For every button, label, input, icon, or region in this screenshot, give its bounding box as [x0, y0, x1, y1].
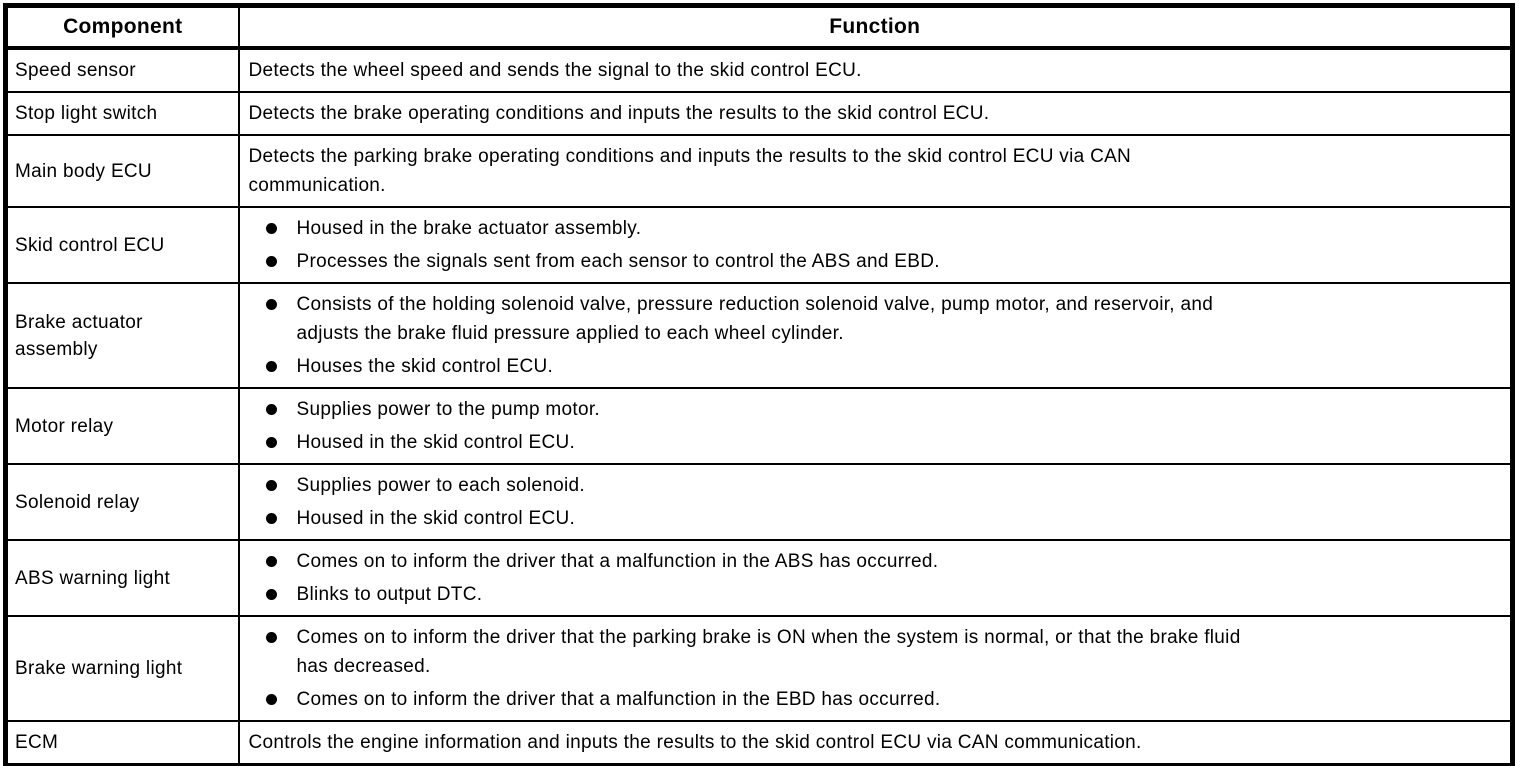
component-cell: Stop light switch	[4, 91, 240, 136]
header-component: Component	[4, 4, 240, 50]
function-text: Blinks to output DTC.	[296, 584, 483, 605]
function-item: Houses the skid control ECU.	[240, 352, 1503, 381]
function-text: Detects the brake operating conditions a…	[248, 103, 990, 124]
bullet-icon	[265, 437, 277, 448]
bullet-icon	[265, 404, 277, 415]
function-text: Comes on to inform the driver that the p…	[296, 627, 1241, 677]
function-text: Comes on to inform the driver that a mal…	[296, 551, 939, 572]
component-cell: Skid control ECU	[4, 206, 240, 284]
function-item: Housed in the brake actuator assembly.	[240, 214, 1503, 243]
function-text: Controls the engine information and inpu…	[248, 732, 1142, 753]
component-cell: Brake warning light	[4, 615, 240, 722]
function-item: Detects the parking brake operating cond…	[240, 142, 1503, 200]
function-item: Comes on to inform the driver that a mal…	[240, 547, 1503, 576]
function-cell: Detects the parking brake operating cond…	[237, 134, 1514, 208]
component-cell: ABS warning light	[4, 539, 240, 617]
function-cell: Controls the engine information and inpu…	[237, 720, 1514, 766]
function-text: Detects the wheel speed and sends the si…	[248, 60, 862, 81]
function-item: Detects the wheel speed and sends the si…	[240, 56, 1503, 85]
component-cell: Motor relay	[4, 387, 240, 465]
function-cell: Supplies power to each solenoid. Housed i…	[237, 463, 1514, 541]
function-text: Housed in the skid control ECU.	[296, 432, 576, 453]
function-item: Supplies power to the pump motor.	[240, 395, 1503, 424]
function-text: Comes on to inform the driver that a mal…	[296, 689, 941, 710]
component-cell: Brake actuator assembly	[4, 282, 240, 389]
bullet-icon	[265, 589, 277, 600]
function-item: Comes on to inform the driver that a mal…	[240, 685, 1503, 714]
header-function: Function	[237, 4, 1514, 50]
table-row: Speed sensor Detects the wheel speed and …	[4, 47, 1514, 93]
function-text: Houses the skid control ECU.	[296, 356, 554, 377]
table-row: ABS warning light Comes on to inform the …	[4, 539, 1514, 617]
table-row: Brake actuator assembly Consists of the h…	[4, 282, 1514, 389]
table-body: Speed sensor Detects the wheel speed and …	[4, 47, 1514, 766]
bullet-icon	[265, 694, 277, 705]
function-text: Supplies power to each solenoid.	[296, 475, 585, 496]
bullet-icon	[265, 361, 277, 372]
bullet-icon	[265, 223, 277, 234]
bullet-icon	[265, 299, 277, 310]
function-cell: Detects the wheel speed and sends the si…	[237, 47, 1514, 93]
bullet-icon	[265, 632, 277, 643]
bullet-icon	[265, 556, 277, 567]
function-cell: Detects the brake operating conditions a…	[237, 91, 1514, 136]
function-cell: Comes on to inform the driver that a mal…	[237, 539, 1514, 617]
function-item: Blinks to output DTC.	[240, 580, 1503, 609]
bullet-icon	[265, 513, 277, 524]
component-cell: ECM	[4, 720, 240, 766]
component-cell: Speed sensor	[4, 47, 240, 93]
function-text: Housed in the brake actuator assembly.	[296, 218, 642, 239]
table-row: ECM Controls the engine information and i…	[4, 720, 1514, 766]
function-item: Housed in the skid control ECU.	[240, 428, 1503, 457]
function-item: Comes on to inform the driver that the p…	[240, 623, 1503, 681]
function-text: Processes the signals sent from each sen…	[296, 251, 940, 272]
function-text: Detects the parking brake operating cond…	[248, 146, 1132, 196]
function-item: Processes the signals sent from each sen…	[240, 247, 1503, 276]
function-item: Controls the engine information and inpu…	[240, 728, 1503, 757]
function-text: Housed in the skid control ECU.	[296, 508, 576, 529]
table-header-row: Component Function	[4, 4, 1514, 50]
function-text: Consists of the holding solenoid valve, …	[296, 294, 1214, 344]
function-cell: Comes on to inform the driver that the p…	[237, 615, 1514, 722]
function-item: Housed in the skid control ECU.	[240, 504, 1503, 533]
function-item: Detects the brake operating conditions a…	[240, 99, 1503, 128]
function-item: Supplies power to each solenoid.	[240, 471, 1503, 500]
component-cell: Main body ECU	[4, 134, 240, 208]
table-row: Stop light switch Detects the brake opera…	[4, 91, 1514, 136]
function-cell: Consists of the holding solenoid valve, …	[237, 282, 1514, 389]
function-item: Consists of the holding solenoid valve, …	[240, 290, 1503, 348]
bullet-icon	[265, 256, 277, 267]
component-cell: Solenoid relay	[4, 463, 240, 541]
function-text: Supplies power to the pump motor.	[296, 399, 601, 420]
bullet-icon	[265, 480, 277, 491]
function-cell: Housed in the brake actuator assembly. Pr…	[237, 206, 1514, 284]
function-cell: Supplies power to the pump motor. Housed …	[237, 387, 1514, 465]
